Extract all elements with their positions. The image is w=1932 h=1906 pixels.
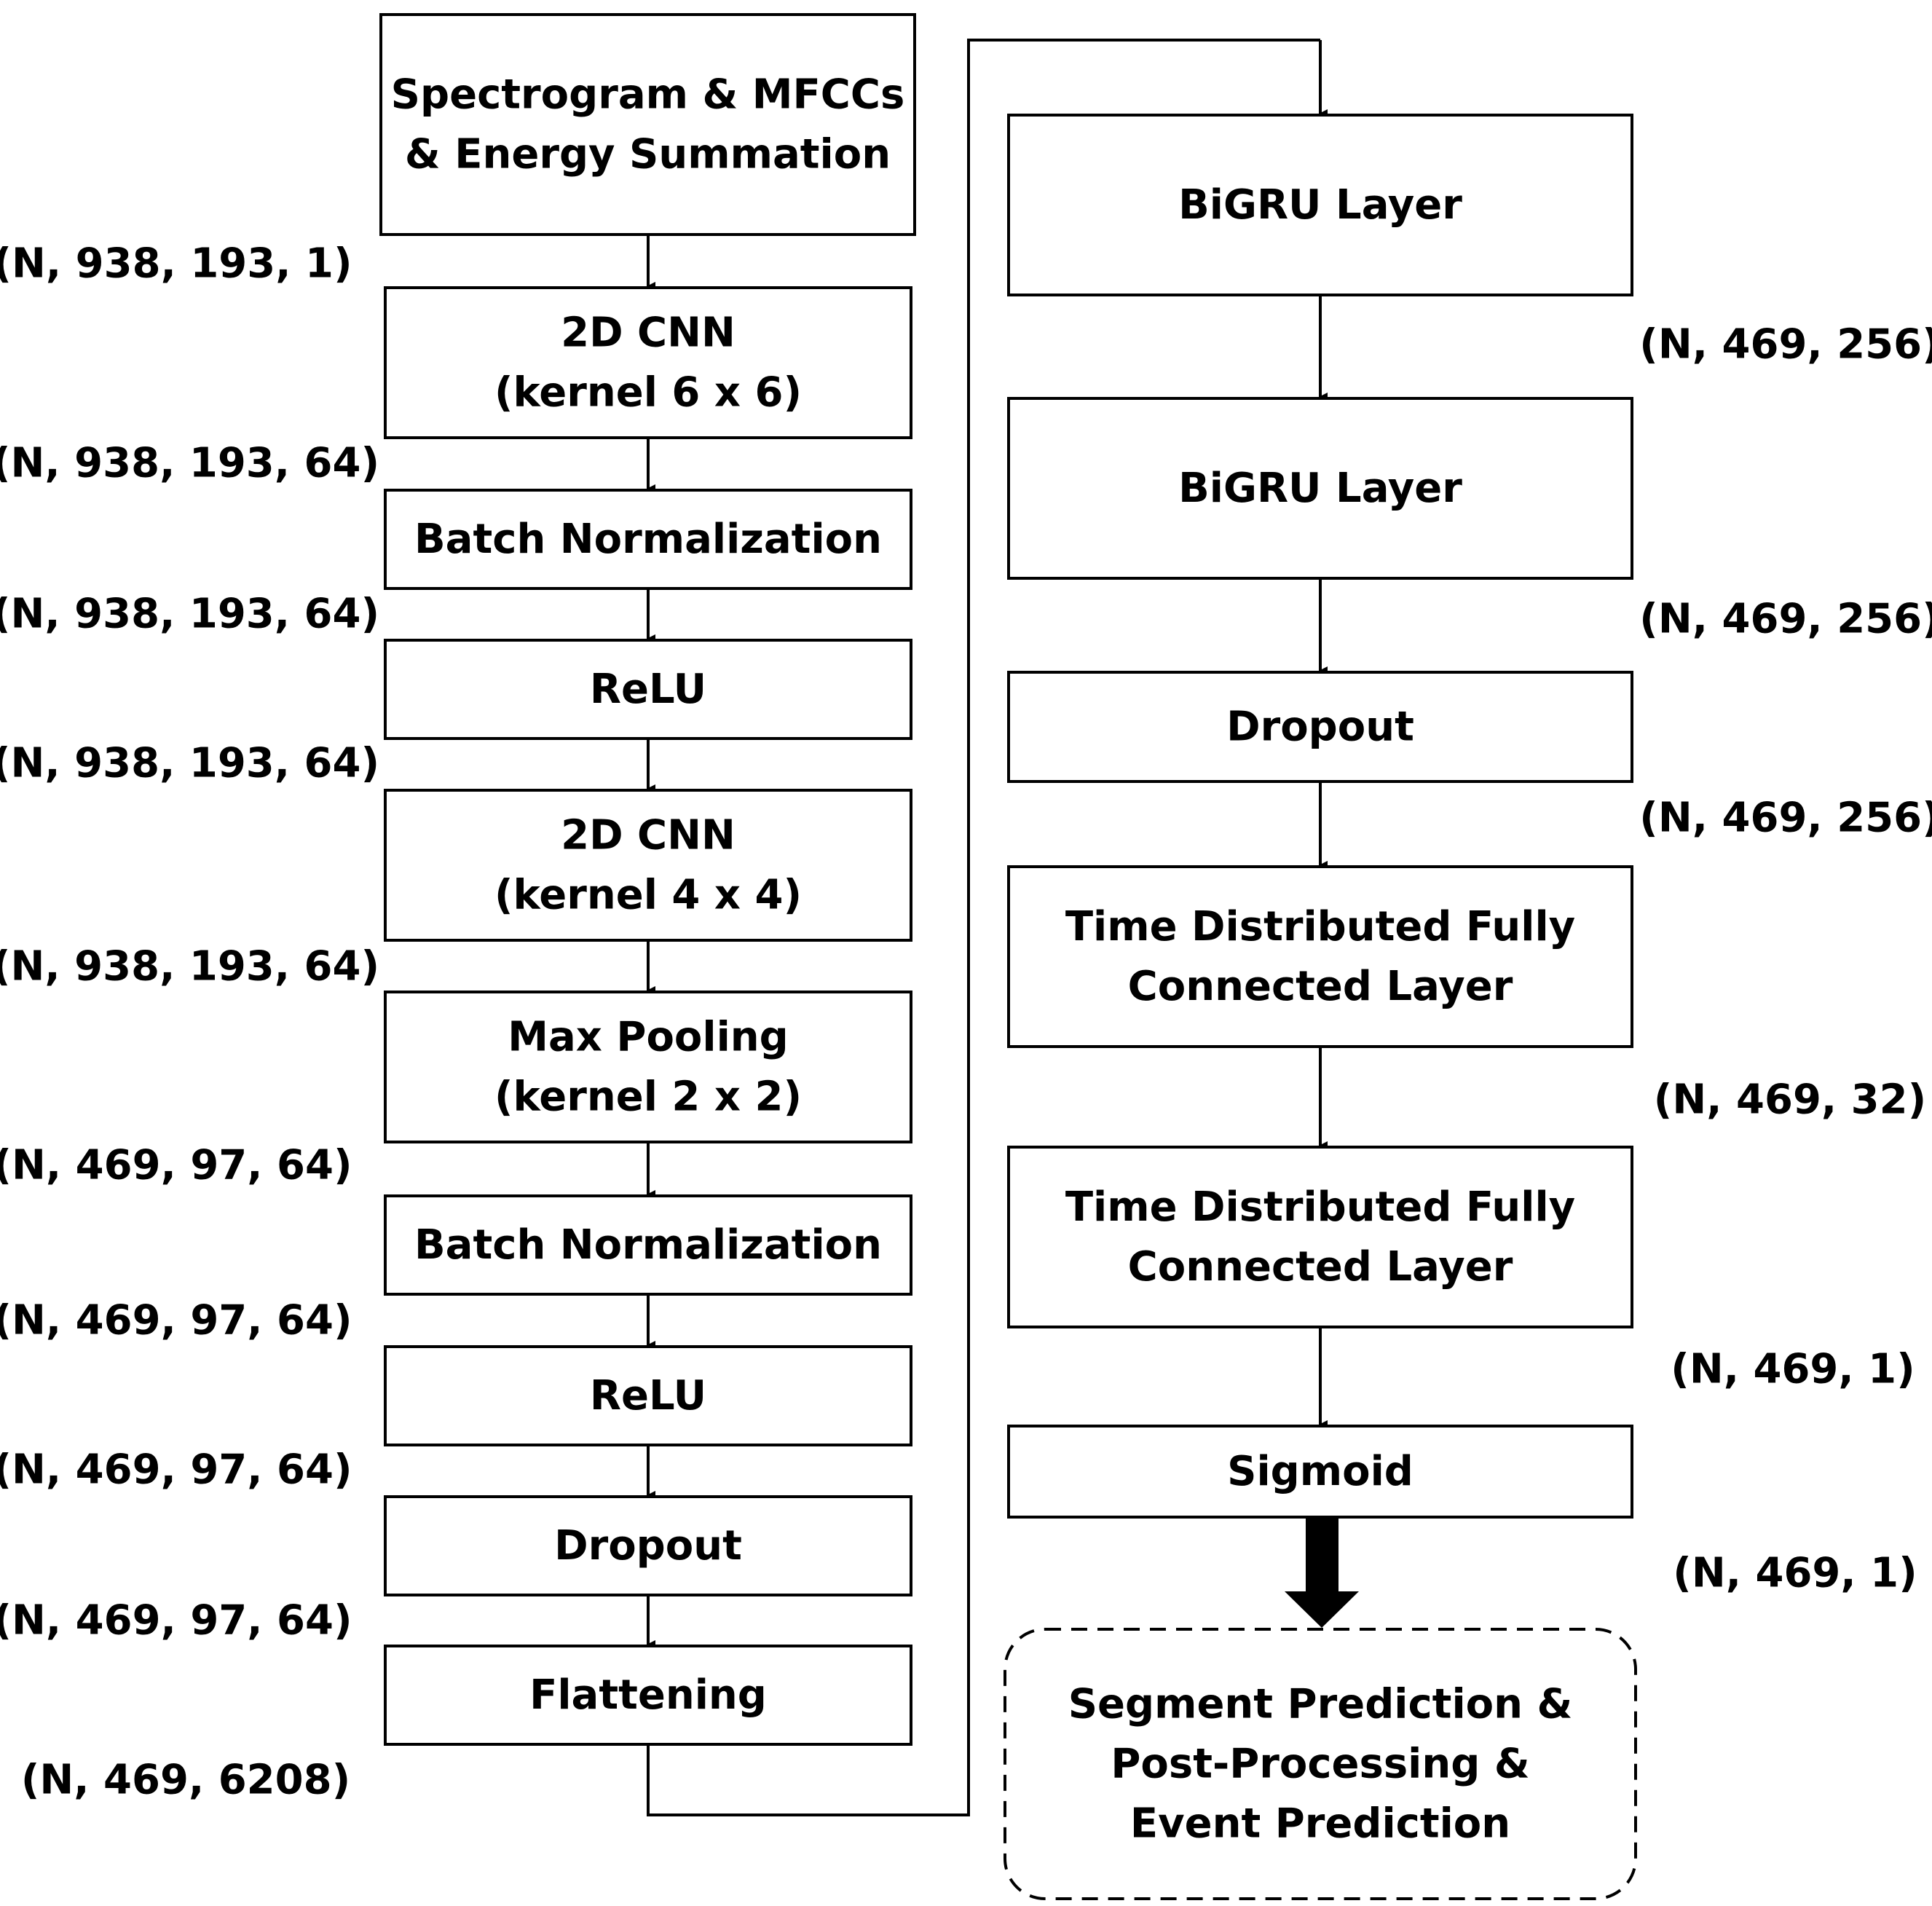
node-flatten-border [384,1645,912,1746]
node-sigmoid-border [1007,1425,1633,1519]
node-input: Spectrogram & MFCCs & Energy Summation [379,13,916,236]
node-dropout2-label: Dropout [1226,704,1414,751]
tensor-shape-label: (N, 938, 193, 64) [0,740,379,787]
node-dropout1-border [384,1495,912,1596]
node-bigru2-border [1007,397,1633,580]
node-maxpool-border [384,991,912,1143]
node-bn2-label: Batch Normalization [414,1221,882,1269]
node-maxpool-label: Max Pooling [508,1014,788,1061]
node-bigru1-label: BiGRU Layer [1178,181,1462,229]
tensor-shape-label: (N, 938, 193, 64) [0,591,379,638]
node-bn1-label: Batch Normalization [414,516,882,563]
node-cnn1-border [384,286,912,439]
node-bigru2: BiGRU Layer [1007,397,1633,580]
thick-output-arrow [1285,1519,1359,1628]
node-input-label: Spectrogram & MFCCs [391,71,905,119]
node-flatten: Flattening [384,1645,912,1746]
node-bn2-border [384,1194,912,1296]
node-relu1: ReLU [384,639,912,740]
node-fc1-label: Time Distributed Fully [1065,903,1575,950]
tensor-shape-label: (N, 469, 256) [1639,321,1932,369]
tensor-shape-label: (N, 469, 1) [1673,1550,1917,1597]
tensor-shape-label: (N, 938, 193, 64) [0,943,379,991]
connector-flatten-to-bigru [647,39,1320,1816]
node-cnn2: 2D CNN (kernel 4 x 4) [384,789,912,942]
shape-labels: (N, 938, 193, 1) (N, 938, 193, 64) (N, 938… [0,240,1932,1804]
tensor-shape-label: (N, 469, 97, 64) [0,1142,352,1189]
node-output-border [1004,1628,1637,1900]
tensor-shape-label: (N, 469, 256) [1639,795,1932,842]
node-input-border [379,13,916,236]
tensor-shape-label: (N, 469, 1) [1671,1346,1915,1393]
node-output: Segment Prediction & Post-Processing & Eve… [1004,1628,1637,1900]
node-relu2-border [384,1345,912,1446]
node-bn1-border [384,489,912,590]
node-bigru1-border [1007,114,1633,296]
tensor-shape-label: (N, 469, 6208) [21,1757,350,1804]
node-relu1-border [384,639,912,740]
node-maxpool-label: (kernel 2 x 2) [494,1074,802,1121]
node-cnn2-border [384,789,912,942]
node-bn1: Batch Normalization [384,489,912,590]
node-relu1-label: ReLU [590,666,706,713]
node-sigmoid-label: Sigmoid [1227,1448,1413,1495]
node-cnn1-label: 2D CNN [561,310,736,357]
node-maxpool: Max Pooling (kernel 2 x 2) [384,991,912,1143]
node-dropout1-label: Dropout [554,1522,742,1570]
tensor-shape-label: (N, 938, 193, 64) [0,440,379,487]
node-bigru1: BiGRU Layer [1007,114,1633,296]
node-output-label: Event Prediction [1130,1800,1510,1848]
node-output-label: Post-Processing & [1111,1741,1529,1788]
tensor-shape-label: (N, 469, 97, 64) [0,1297,352,1344]
connectors [647,39,1359,1816]
node-cnn2-label: (kernel 4 x 4) [494,872,802,919]
boxes: Spectrogram & MFCCs & Energy Summation 2D … [379,13,1637,1900]
node-dropout2-border [1007,671,1633,783]
tensor-shape-label: (N, 469, 97, 64) [0,1446,352,1494]
node-cnn2-label: 2D CNN [561,812,736,859]
node-cnn1: 2D CNN (kernel 6 x 6) [384,286,912,439]
tensor-shape-label: (N, 938, 193, 1) [0,240,352,288]
tensor-shape-label: (N, 469, 256) [1639,596,1932,643]
node-dropout2: Dropout [1007,671,1633,783]
tensor-shape-label: (N, 469, 32) [1654,1076,1926,1124]
node-relu2-label: ReLU [590,1372,706,1419]
tensor-shape-label: (N, 469, 97, 64) [0,1597,352,1645]
node-flatten-label: Flattening [529,1671,767,1719]
node-dropout1: Dropout [384,1495,912,1596]
node-fc2-label: Time Distributed Fully [1065,1184,1575,1231]
node-fc2-border [1007,1146,1633,1328]
node-fc2-label: Connected Layer [1128,1243,1513,1291]
node-cnn1-label: (kernel 6 x 6) [494,369,802,417]
node-relu2: ReLU [384,1345,912,1446]
node-bigru2-label: BiGRU Layer [1178,465,1462,512]
node-fc1-label: Connected Layer [1128,963,1513,1010]
node-output-label: Segment Prediction & [1068,1681,1573,1728]
node-fc1-border [1007,865,1633,1048]
node-sigmoid: Sigmoid [1007,1425,1633,1519]
node-input-label: & Energy Summation [405,131,891,178]
node-bn2: Batch Normalization [384,1194,912,1296]
